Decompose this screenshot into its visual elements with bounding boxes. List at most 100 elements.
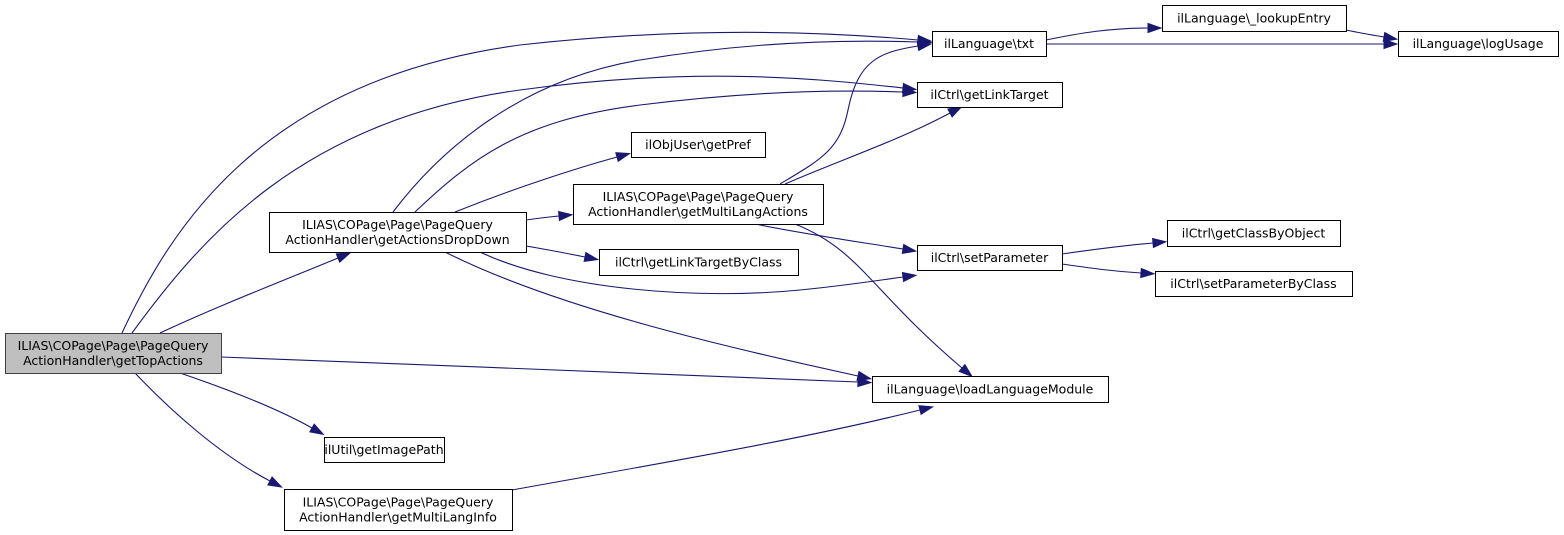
edge-line — [525, 245, 586, 258]
node-getActionsDropDown[interactable]: ILIAS\COPage\Page\PageQueryActionHandler… — [269, 212, 527, 253]
arrowhead-icon — [856, 370, 873, 381]
node-loadLanguageModule[interactable]: ilLanguage\loadLanguageModule — [872, 376, 1109, 403]
node-setParameterByClass[interactable]: ilCtrl\setParameterByClass — [1155, 271, 1353, 297]
arrowhead-icon — [916, 40, 933, 52]
edge-line — [479, 251, 904, 295]
node-label: ilLanguage\logUsage — [1413, 36, 1544, 51]
arrowhead-icon — [901, 243, 918, 255]
node-label: ActionHandler\getMultiLangActions — [588, 204, 808, 219]
edge-line — [779, 45, 919, 185]
node-label: ILIAS\COPage\Page\PageQuery — [18, 338, 209, 353]
edge-getActionsDropDown-to-getMultiLangActions — [525, 210, 574, 222]
edge-line — [794, 223, 963, 369]
arrowhead-icon — [1382, 31, 1399, 43]
node-label: ilCtrl\getClassByObject — [1182, 226, 1326, 241]
node-label: ilCtrl\setParameterByClass — [1170, 276, 1336, 291]
node-getMultiLangInfo[interactable]: ILIAS\COPage\Page\PageQueryActionHandler… — [284, 489, 513, 531]
arrowhead-icon — [1147, 22, 1163, 34]
arrowhead-icon — [901, 271, 918, 283]
edge-getMultiLangActions-to-getLinkTarget — [784, 106, 963, 185]
edge-line — [134, 372, 271, 482]
node-box — [631, 132, 766, 158]
arrowhead-icon — [958, 363, 974, 378]
edge-lookupEntry-to-logUsage — [1345, 29, 1399, 43]
node-box — [917, 82, 1063, 108]
node-box — [5, 333, 222, 374]
edge-getMultiLangInfo-to-loadLanguageModule — [511, 405, 935, 491]
node-box — [324, 437, 445, 463]
node-getClassByObject[interactable]: ilCtrl\getClassByObject — [1167, 220, 1341, 247]
node-getMultiLangActions[interactable]: ILIAS\COPage\Page\PageQueryActionHandler… — [573, 184, 824, 225]
node-box — [872, 376, 1109, 403]
node-box — [917, 245, 1063, 271]
node-box — [1155, 271, 1353, 297]
arrowhead-icon — [1152, 237, 1168, 249]
edge-txt-to-logUsage — [1046, 38, 1399, 50]
edge-line — [525, 215, 560, 221]
node-label: ilLanguage\_lookupEntry — [1177, 11, 1331, 26]
edge-line — [784, 112, 951, 185]
node-label: ilCtrl\getLinkTargetByClass — [615, 255, 782, 270]
edge-getMultiLangActions-to-loadLanguageModule — [794, 223, 974, 378]
edge-line — [121, 31, 919, 334]
edge-line — [1345, 29, 1385, 38]
node-getPref[interactable]: ilObjUser\getPref — [631, 132, 766, 158]
node-lookupEntry[interactable]: ilLanguage\_lookupEntry — [1162, 5, 1347, 32]
node-box — [573, 184, 824, 225]
node-label: ilCtrl\setParameter — [931, 250, 1049, 265]
edge-getTopActions-to-txt — [121, 31, 933, 334]
node-label: ilUtil\getImagePath — [324, 442, 443, 457]
node-label: ILIAS\COPage\Page\PageQuery — [302, 217, 493, 232]
edge-line — [220, 356, 859, 383]
node-getTopActions[interactable]: ILIAS\COPage\Page\PageQueryActionHandler… — [5, 333, 222, 374]
node-logUsage[interactable]: ilLanguage\logUsage — [1398, 31, 1559, 57]
edge-line — [444, 251, 859, 377]
edge-line — [754, 223, 904, 250]
arrowhead-icon — [558, 210, 574, 222]
arrowhead-icon — [309, 423, 325, 436]
arrowhead-icon — [267, 476, 283, 488]
node-label: ilObjUser\getPref — [645, 137, 751, 152]
edge-line — [392, 40, 919, 213]
node-getLinkTarget[interactable]: ilCtrl\getLinkTarget — [917, 82, 1063, 108]
node-label: ActionHandler\getTopActions — [23, 353, 203, 368]
edge-getTopActions-to-getImagePath — [179, 372, 325, 436]
node-box — [269, 212, 527, 253]
edge-getActionsDropDown-to-getLinkTargetByClass — [525, 245, 600, 263]
arrowhead-icon — [902, 86, 918, 98]
node-label: ILIAS\COPage\Page\PageQuery — [303, 495, 494, 510]
node-setParameter[interactable]: ilCtrl\setParameter — [917, 245, 1063, 271]
edge-line — [159, 257, 339, 334]
node-box — [1398, 31, 1559, 57]
edge-getTopActions-to-getActionsDropDown — [159, 252, 352, 334]
node-box — [599, 249, 799, 276]
node-txt[interactable]: ilLanguage\txt — [932, 31, 1047, 57]
edge-line — [1061, 242, 1154, 255]
edge-getActionsDropDown-to-getLinkTarget — [414, 86, 918, 213]
node-box — [1162, 5, 1347, 32]
node-label: ilLanguage\loadLanguageModule — [887, 382, 1094, 397]
edge-txt-to-lookupEntry — [1045, 22, 1163, 41]
arrowhead-icon — [615, 152, 632, 163]
edges-layer — [121, 22, 1399, 491]
node-box — [284, 489, 513, 531]
arrowhead-icon — [1140, 267, 1156, 279]
node-label: ilLanguage\txt — [944, 36, 1034, 51]
edge-line — [1045, 27, 1149, 41]
edge-getMultiLangActions-to-txt — [779, 40, 933, 185]
edge-line — [179, 372, 313, 429]
edge-line — [454, 156, 618, 213]
edge-getMultiLangActions-to-setParameter — [754, 223, 918, 255]
arrowhead-icon — [1383, 38, 1399, 50]
node-box — [932, 31, 1047, 57]
arrowhead-icon — [335, 252, 352, 263]
node-getImagePath[interactable]: ilUtil\getImagePath — [324, 437, 445, 463]
edge-getActionsDropDown-to-loadLanguageModule — [444, 251, 873, 381]
edge-line — [1061, 263, 1142, 274]
node-getLinkTargetByClass[interactable]: ilCtrl\getLinkTargetByClass — [599, 249, 799, 276]
edge-line — [414, 90, 904, 213]
edge-getActionsDropDown-to-getPref — [454, 152, 632, 213]
node-label: ilCtrl\getLinkTarget — [930, 87, 1048, 102]
node-box — [1167, 220, 1341, 247]
